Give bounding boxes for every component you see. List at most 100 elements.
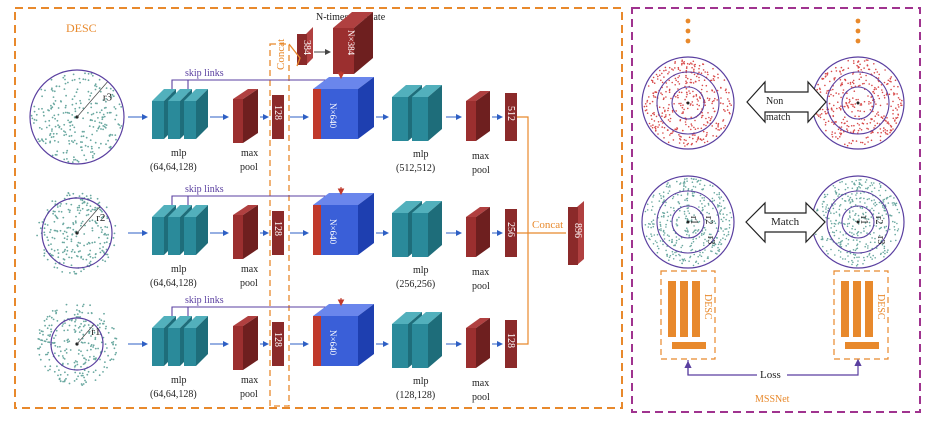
maxpool-block <box>233 326 243 370</box>
cloud-match-left: r1 r2 r3 <box>641 175 735 269</box>
mlp2-params: (512,512) <box>396 163 435 174</box>
mlp2-layer <box>412 324 428 368</box>
mssnet-desc-left: DESC <box>660 270 716 360</box>
concat-right-label: Concat <box>532 219 563 231</box>
mlp-label: mlp <box>171 375 187 386</box>
desc-row-2: r2 skip links mlp (64,64,128) max pool 128 N×64… <box>36 184 517 292</box>
svg-text:r2: r2 <box>703 216 714 224</box>
svg-text:r1: r1 <box>688 216 699 224</box>
maxpool-label: max <box>241 148 258 159</box>
nx640-label: N×640 <box>328 330 338 356</box>
feature-128 <box>272 211 284 255</box>
svg-text:N×384: N×384 <box>346 30 356 56</box>
radius-label: r3 <box>103 92 113 104</box>
output-box <box>505 209 517 257</box>
maxpool2-label: max <box>472 267 489 278</box>
skip-links-label: skip links <box>185 295 224 306</box>
maxpool2-block <box>466 328 476 368</box>
concat-bracket <box>288 43 301 67</box>
point-cloud <box>30 72 123 164</box>
box-nx384: N×384 <box>333 12 373 74</box>
mlp-layer <box>152 328 164 366</box>
mlp-params: (64,64,128) <box>150 278 197 289</box>
maxpool2-block <box>466 217 476 257</box>
maxpool2-label: max <box>472 151 489 162</box>
mlp-layer <box>152 217 164 255</box>
mlp-layer <box>184 101 196 139</box>
nx640-label: N×640 <box>328 219 338 245</box>
concat-vertical-label: Concat <box>275 39 287 70</box>
match-arrow: Match <box>745 201 826 244</box>
svg-text:384: 384 <box>301 40 312 55</box>
svg-text:r3: r3 <box>875 236 886 244</box>
maxpool-block <box>233 99 243 143</box>
mlp2-label: mlp <box>413 149 429 160</box>
maxpool-label: max <box>241 375 258 386</box>
cloud-match-right: r1 r2 r3 <box>811 175 905 269</box>
output-label: 512 <box>505 106 516 121</box>
svg-text:Non: Non <box>766 96 783 107</box>
box-896: 896 <box>568 201 584 265</box>
svg-text:DESC: DESC <box>875 294 886 320</box>
feature-128 <box>272 322 284 366</box>
mlp2-label: mlp <box>413 265 429 276</box>
mlp-label: mlp <box>171 148 187 159</box>
mlp-layer <box>152 101 164 139</box>
mlp2-label: mlp <box>413 376 429 387</box>
box-384: 384 <box>297 27 313 65</box>
maxpool-label: pool <box>240 389 258 400</box>
mlp-layer <box>184 328 196 366</box>
svg-text:r2: r2 <box>873 216 884 224</box>
mlp2-layer <box>392 324 408 368</box>
cloud-non-match-left <box>641 56 735 150</box>
maxpool2-label: pool <box>472 281 490 292</box>
desc-row-1: r3 skip links mlp (64,64,128) max pool 128 N×64… <box>29 68 517 176</box>
skip-links-label: skip links <box>185 68 224 79</box>
mlp-params: (64,64,128) <box>150 162 197 173</box>
mlp-params: (64,64,128) <box>150 389 197 400</box>
mlp-layer <box>184 217 196 255</box>
output-box <box>505 320 517 368</box>
mlp2-layer <box>392 213 408 257</box>
feature-label: 128 <box>272 221 283 236</box>
desc-title: DESC <box>66 21 97 35</box>
radius-label: r1 <box>91 326 100 338</box>
svg-text:r1: r1 <box>858 216 869 224</box>
concat-merge-lines <box>517 116 566 345</box>
svg-text:DESC: DESC <box>702 294 713 320</box>
radius-circle <box>50 317 104 371</box>
mlp-layer <box>168 217 180 255</box>
mlp2-params: (128,128) <box>396 390 435 401</box>
nx640-label: N×640 <box>328 103 338 129</box>
feature-128 <box>272 95 284 139</box>
cloud-non-match-right <box>811 56 905 150</box>
feature-label: 128 <box>272 332 283 347</box>
maxpool2-block <box>466 101 476 141</box>
maxpool-label: pool <box>240 278 258 289</box>
mlp2-layer <box>392 97 408 141</box>
non-match-arrow: Non match <box>746 80 827 124</box>
radius-circle <box>41 197 113 269</box>
mssnet-panel <box>631 7 921 413</box>
mlp-label: mlp <box>171 264 187 275</box>
radius-label: r2 <box>96 212 105 224</box>
svg-text:match: match <box>766 112 790 123</box>
skip-links-label: skip links <box>185 184 224 195</box>
output-label: 128 <box>505 333 516 348</box>
mssnet-title: MSSNet <box>755 394 790 405</box>
feature-label: 128 <box>272 105 283 120</box>
mlp2-layer <box>412 213 428 257</box>
loss-label: Loss <box>760 369 781 381</box>
maxpool2-label: max <box>472 378 489 389</box>
desc-panel <box>14 7 623 409</box>
maxpool-label: pool <box>240 162 258 173</box>
mssnet-dots-right <box>855 18 861 44</box>
concat-dashed-box <box>269 43 290 407</box>
maxpool2-label: pool <box>472 392 490 403</box>
mlp2-layer <box>412 97 428 141</box>
svg-text:r3: r3 <box>705 236 716 244</box>
desc-row-3: r1 skip links mlp (64,64,128) max pool 128 N×64… <box>37 295 517 403</box>
radius-circle <box>29 69 125 165</box>
maxpool-label: max <box>241 264 258 275</box>
